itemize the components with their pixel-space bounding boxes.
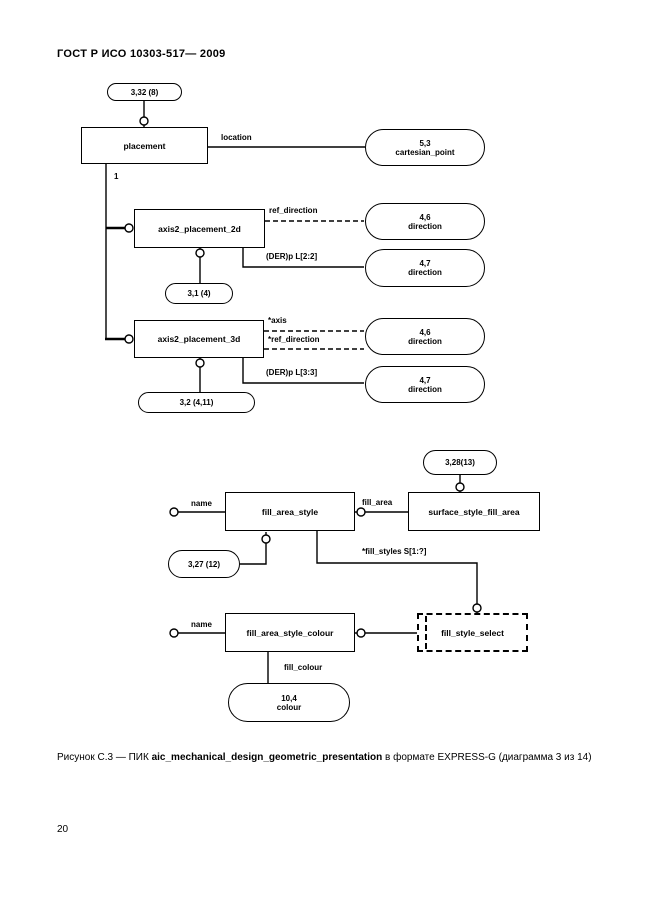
line-der-3d [242, 357, 364, 384]
cardinality-label-1: 1 [114, 172, 119, 181]
circle-pageref-327 [261, 534, 271, 544]
attr-label-name-2: name [191, 620, 212, 629]
circle-placement-top [139, 116, 149, 126]
circle-3d-left [124, 334, 134, 344]
circle-select-top [472, 603, 482, 613]
ref-name: direction [408, 221, 442, 231]
page-number: 20 [57, 824, 69, 835]
circle-select-link [356, 628, 366, 638]
page-ref-3-1: 3,1 (4) [165, 283, 233, 304]
entity-fill-area-style: fill_area_style [225, 492, 355, 531]
ref-number: 4,6 [419, 327, 431, 337]
line-der-2d [242, 247, 364, 268]
ref-number: 5,3 [419, 138, 431, 148]
attr-label-name-1: name [191, 499, 212, 508]
interschema-ref-cartesian-point: 5,3 cartesian_point [365, 129, 485, 166]
attr-label-fill-colour: fill_colour [284, 663, 323, 672]
select-type-fill-style-select: fill_style_select [417, 613, 528, 652]
caption-schema-name: aic_mechanical_design_geometric_presenta… [151, 752, 383, 763]
entity-surface-style-fill-area: surface_style_fill_area [408, 492, 540, 531]
ref-name: colour [276, 702, 302, 712]
circle-name-end-2 [169, 628, 179, 638]
ref-number: 4,7 [419, 259, 431, 268]
attr-label-der-l22: (DER)p L[2:2] [266, 252, 318, 261]
attr-label-location: location [221, 133, 252, 142]
page-ref-3-28: 3,28(13) [423, 450, 497, 475]
page-ref-3-32: 3,32 (8) [107, 83, 182, 101]
interschema-ref-direction-46-b: 4,6 direction [365, 318, 485, 355]
caption-suffix: в формате EXPRESS-G (диаграмма 3 из 14) [382, 752, 592, 763]
entity-placement: placement [81, 127, 208, 164]
entity-axis2-placement-3d: axis2_placement_3d [134, 320, 264, 358]
attr-label-fill-area: fill_area [362, 498, 393, 507]
ref-name: direction [408, 384, 442, 394]
attr-label-ref-direction: ref_direction [269, 206, 318, 215]
caption-prefix: Рисунок С.3 — ПИК [57, 752, 152, 763]
select-inner-line [425, 616, 427, 649]
ref-number: 10,4 [281, 693, 297, 703]
ref-name: direction [408, 268, 442, 277]
ref-number: 4,6 [419, 212, 431, 222]
ref-name: direction [408, 336, 442, 346]
interschema-ref-direction-47-b: 4,7 direction [365, 366, 485, 403]
interschema-ref-direction-47-a: 4,7 direction [365, 249, 485, 287]
circle-2d-bottom [195, 248, 205, 258]
circle-fill-area [356, 507, 366, 517]
attr-label-star-ref-direction: *ref_direction [268, 335, 320, 344]
entity-axis2-placement-2d: axis2_placement_2d [134, 209, 265, 248]
interschema-ref-colour: 10,4 colour [228, 683, 350, 722]
attr-label-fill-styles: *fill_styles S[1:?] [362, 547, 427, 556]
page-ref-3-27: 3,27 (12) [168, 550, 240, 578]
page-ref-3-2: 3,2 (4,11) [138, 392, 255, 413]
attr-label-axis: *axis [268, 316, 287, 325]
circle-surface-style-top [455, 482, 465, 492]
select-type-label: fill_style_select [441, 627, 504, 638]
circle-3d-bottom [195, 358, 205, 368]
page-header: ГОСТ Р ИСО 10303-517— 2009 [57, 48, 226, 60]
relationship-circles [124, 116, 482, 638]
ref-number: 4,7 [419, 375, 431, 385]
entity-fill-area-style-colour: fill_area_style_colour [225, 613, 355, 652]
circle-name-end-1 [169, 507, 179, 517]
line-fill-styles [316, 530, 478, 614]
figure-caption: Рисунок С.3 — ПИК aic_mechanical_design_… [57, 752, 617, 763]
ref-name: cartesian_point [395, 147, 455, 157]
interschema-ref-direction-46-a: 4,6 direction [365, 203, 485, 240]
circle-2d-left [124, 223, 134, 233]
attr-label-der-l33: (DER)p L[3:3] [266, 368, 318, 377]
